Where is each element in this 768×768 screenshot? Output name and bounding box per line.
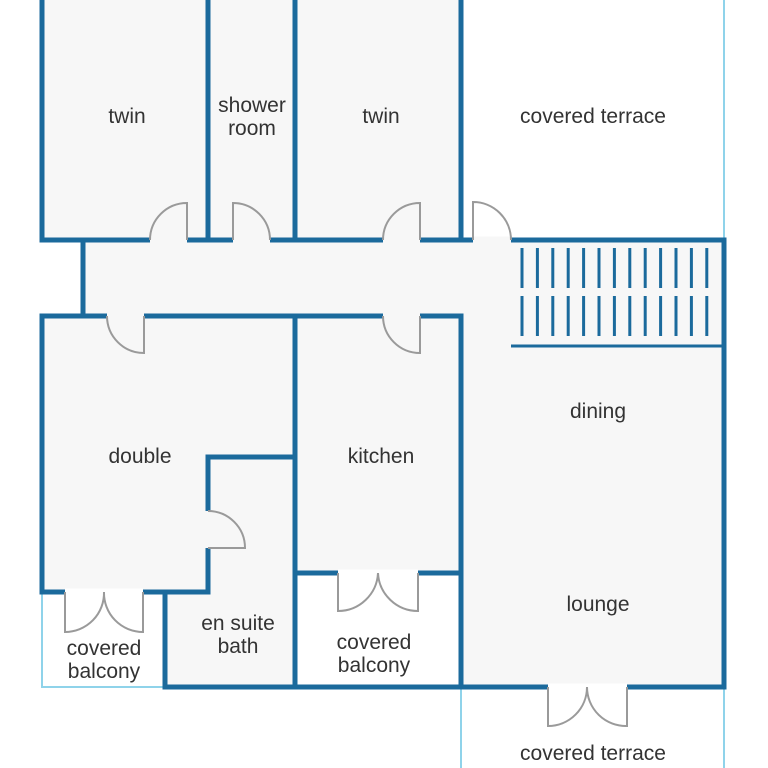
label-covered-terrace-top: covered terrace [520, 105, 666, 128]
door-balcony-mid-a [337, 572, 379, 613]
door-terrace-top [472, 200, 512, 241]
twin-left-room [42, 0, 208, 240]
door-balcony-mid-b [377, 572, 419, 613]
outdoor-outlines [41, 0, 725, 768]
door-kitchen [382, 315, 421, 355]
door-double [106, 315, 145, 355]
door-terrace-bottom-b [586, 686, 628, 728]
door-twin-right [382, 201, 421, 241]
label-covered-terrace-bottom: covered terrace [520, 742, 666, 765]
label-shower-room-1: shower [218, 94, 286, 117]
label-lounge: lounge [566, 593, 629, 616]
wall-twin-left-west [39, 0, 86, 243]
shower-room [208, 0, 295, 240]
covered-balcony-left-outline [41, 592, 165, 688]
room-fills [42, 0, 724, 687]
kitchen-room [295, 316, 461, 573]
door-en-suite [207, 510, 247, 549]
covered-terrace-bottom-outline [460, 687, 725, 768]
label-twin-right: twin [362, 105, 399, 128]
label-covered-balcony-left-2: balcony [68, 660, 141, 683]
staircase [511, 248, 724, 348]
label-covered-balcony-mid-2: balcony [338, 654, 411, 677]
wall-double-west [39, 313, 211, 595]
room-labels: twin shower room twin covered terrace di… [67, 94, 666, 765]
twin-right-room [295, 0, 461, 240]
door-balcony-left-a [64, 591, 106, 634]
stair-treads [520, 248, 709, 336]
hallway-east [461, 240, 511, 348]
dining-lounge-room [461, 348, 724, 687]
door-twin-left [149, 201, 188, 241]
door-balcony-left-b [102, 591, 144, 634]
label-double: double [108, 445, 171, 468]
label-kitchen: kitchen [348, 445, 415, 468]
label-shower-room-2: room [228, 117, 276, 140]
door-shower [232, 201, 271, 241]
label-covered-balcony-mid-1: covered [337, 631, 412, 654]
door-terrace-bottom-a [547, 686, 588, 728]
label-dining: dining [570, 400, 626, 423]
doors [64, 200, 628, 728]
wall-en-suite-south [162, 589, 298, 690]
label-en-suite-1: en suite [201, 612, 275, 635]
label-en-suite-2: bath [218, 635, 259, 658]
staircase-area [511, 240, 724, 348]
en-suite-bath-room [165, 457, 295, 687]
hallway [83, 240, 463, 316]
label-twin-left: twin [108, 105, 145, 128]
label-covered-balcony-left-1: covered [67, 637, 142, 660]
